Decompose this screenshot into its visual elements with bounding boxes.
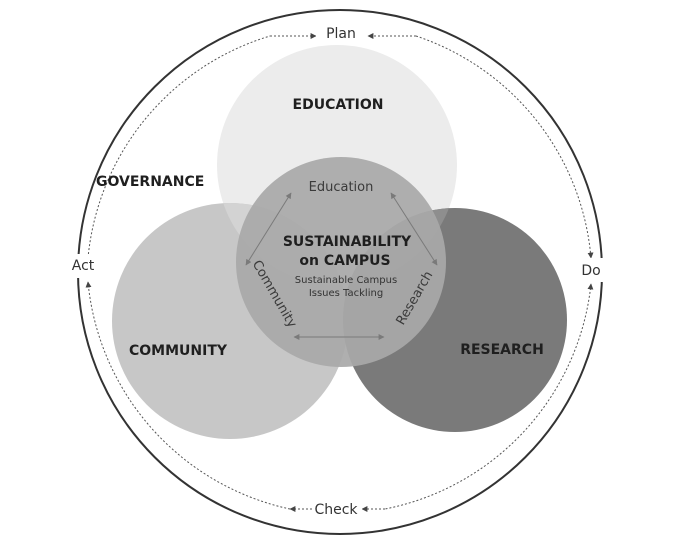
cycle-plan-label: Plan: [326, 26, 356, 42]
center-title-line2: on CAMPUS: [299, 253, 390, 269]
research-label: RESEARCH: [460, 342, 544, 358]
cycle-act-label: Act: [72, 258, 95, 274]
governance-label: GOVERNANCE: [96, 174, 204, 190]
center-sub-line1: Sustainable Campus: [295, 275, 397, 286]
education-label: EDUCATION: [293, 97, 384, 113]
triangle-education-label: Education: [309, 180, 374, 195]
triangle-arrows: [245, 192, 438, 340]
center-sub-line2: Issues Tackling: [309, 288, 383, 299]
community-label: COMMUNITY: [129, 343, 228, 359]
pdca-cycle-arrows: [85, 33, 594, 512]
cycle-check-label: Check: [314, 502, 358, 518]
cycle-do-label: Do: [581, 263, 600, 279]
center-title-line1: SUSTAINABILITY: [283, 234, 412, 250]
